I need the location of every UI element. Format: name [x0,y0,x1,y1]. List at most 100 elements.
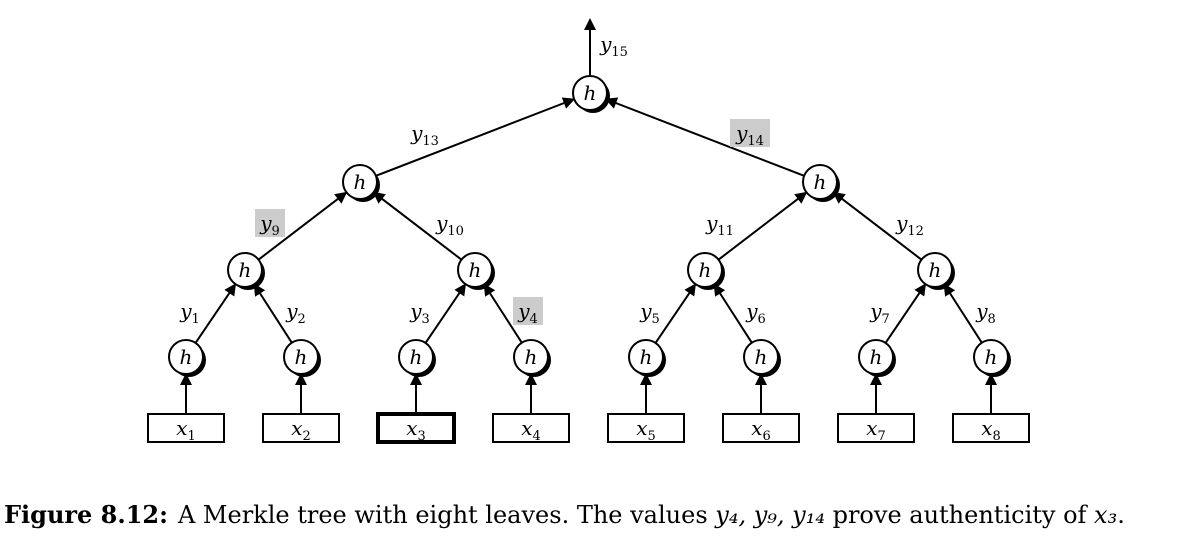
svg-text:x5: x5 [636,416,656,444]
caption-math-x3: x₃ [1094,501,1118,529]
label-y12: y12 [895,211,924,239]
label-y3: y3 [409,299,430,327]
hash-node-leaf-1: h [168,339,206,377]
caption-text-after: prove authenticity of [824,501,1095,529]
hash-symbol: h [354,170,367,194]
label-y8: y8 [975,299,996,327]
svg-text:y8: y8 [975,299,996,327]
hash-node-level2-3: h [687,252,725,290]
edge-y11 [717,191,808,261]
edge-y6 [713,283,753,344]
svg-text:y7: y7 [869,299,890,327]
hash-symbol: h [295,345,308,369]
svg-text:y2: y2 [285,299,306,327]
svg-text:y3: y3 [409,299,430,327]
hash-node-level2-1: h [227,252,265,290]
svg-text:x3: x3 [406,416,426,444]
hash-symbol: h [584,81,597,105]
hash-symbol: h [525,345,538,369]
label-y4: y4 [513,297,543,327]
hash-symbol: h [755,345,768,369]
leaf-box-x3: x3 [376,412,456,444]
svg-text:y6: y6 [745,299,766,327]
hash-node-leaf-2: h [283,339,321,377]
caption-label: Figure 8.12: [4,500,168,529]
leaf-box-x1: x1 [147,413,225,444]
svg-text:y13: y13 [410,121,439,149]
hash-symbol: h [814,170,827,194]
hash-node-root: h [572,75,610,113]
svg-text:x8: x8 [981,416,1001,444]
svg-text:y5: y5 [639,299,660,327]
hash-symbol: h [640,345,653,369]
label-y14: y14 [730,119,770,149]
hash-node-leaf-4: h [513,339,551,377]
caption-math-values: y₄, y₉, y₁₄ [715,501,825,529]
label-y1: y1 [179,299,200,327]
hash-node-leaf-6: h [743,339,781,377]
edge-y4 [483,283,523,344]
hash-symbol: h [410,345,423,369]
label-y2: y2 [285,299,306,327]
hash-node-leaf-7: h [858,339,896,377]
hash-node-level2-4: h [917,252,955,290]
hash-node-leaf-3: h [398,339,436,377]
edge-y1 [194,283,237,344]
hash-symbol: h [870,345,883,369]
label-y7: y7 [869,299,890,327]
edge-y2 [253,283,293,344]
svg-text:y15: y15 [599,32,628,60]
leaf-box-x2: x2 [262,413,340,444]
edge-y7 [884,283,927,344]
svg-text:x1: x1 [176,416,196,444]
label-y10: y10 [435,211,464,239]
leaf-box-x6: x6 [722,413,800,444]
hash-node-level1-1: h [342,164,380,202]
edge-y10 [372,191,463,261]
svg-text:y10: y10 [435,211,464,239]
leaf-box-x5: x5 [607,413,685,444]
hash-symbol: h [699,258,712,282]
highlight-box [255,209,285,237]
hash-symbol: h [239,258,252,282]
leaf-box-x4: x4 [492,413,570,444]
label-y5: y5 [639,299,660,327]
svg-text:y11: y11 [705,211,734,239]
figure-caption: Figure 8.12: A Merkle tree with eight lea… [4,500,1125,529]
svg-text:x6: x6 [751,416,771,444]
leaf-box-x7: x7 [837,413,915,444]
svg-text:y14: y14 [735,121,764,149]
edge-y13 [375,97,576,177]
edge-y14 [604,97,805,177]
hash-symbol: h [469,258,482,282]
svg-text:x7: x7 [866,416,886,444]
label-y11: y11 [705,211,734,239]
hash-node-level1-2: h [802,164,840,202]
label-y13: y13 [410,121,439,149]
svg-text:x4: x4 [521,416,541,444]
hash-node-leaf-8: h [973,339,1011,377]
edge-y8 [943,283,983,344]
svg-text:y4: y4 [517,299,538,327]
edge-y5 [654,283,697,344]
edge-y12 [832,191,923,261]
svg-text:y9: y9 [259,211,280,239]
caption-period: . [1117,501,1125,529]
hash-symbol: h [985,345,998,369]
label-y9: y9 [255,209,285,239]
hash-symbol: h [180,345,193,369]
hash-node-level2-2: h [457,252,495,290]
highlight-box [730,119,770,147]
svg-text:x2: x2 [291,416,311,444]
svg-text:y12: y12 [895,211,924,239]
highlight-box [513,297,543,325]
label-y15: y15 [599,32,628,60]
hash-symbol: h [929,258,942,282]
hash-node-leaf-5: h [628,339,666,377]
leaf-box-x8: x8 [952,413,1030,444]
label-y6: y6 [745,299,766,327]
edge-y9 [257,191,348,261]
caption-text-before: A Merkle tree with eight leaves. The val… [177,501,716,529]
edge-y3 [424,283,467,344]
